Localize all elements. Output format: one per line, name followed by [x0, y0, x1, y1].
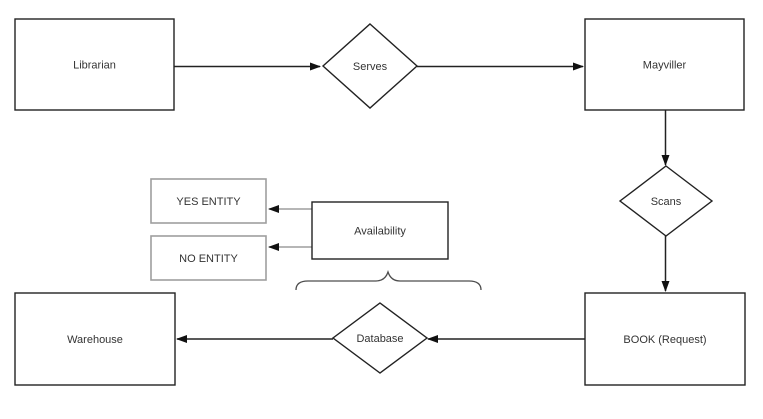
yes-entity-label: YES ENTITY	[176, 196, 241, 208]
no-entity-label: NO ENTITY	[179, 253, 238, 265]
availability-box	[311, 201, 449, 260]
availability-label: Availability	[354, 225, 406, 237]
node-warehouse: Warehouse	[14, 292, 176, 386]
database-label: Database	[356, 333, 403, 345]
yes-entity-box	[150, 178, 267, 224]
warehouse-label: Warehouse	[67, 334, 123, 346]
node-librarian: Librarian	[14, 18, 175, 111]
node-book-request: BOOK (Request)	[584, 292, 746, 386]
warehouse-box	[14, 292, 176, 386]
scans-diamond	[618, 165, 714, 237]
librarian-box	[14, 18, 175, 111]
book-request-label: BOOK (Request)	[623, 334, 706, 346]
node-mayviller: Mayviller	[584, 18, 745, 111]
serves-label: Serves	[353, 61, 388, 73]
node-no-entity: NO ENTITY	[150, 235, 267, 281]
librarian-label: Librarian	[73, 59, 116, 71]
book-request-box	[584, 292, 746, 386]
database-diamond	[331, 302, 429, 374]
curly-brace	[295, 269, 482, 291]
node-availability: Availability	[311, 201, 449, 260]
node-scans: Scans	[618, 165, 714, 237]
mayviller-box	[584, 18, 745, 111]
no-entity-box	[150, 235, 267, 281]
node-yes-entity: YES ENTITY	[150, 178, 267, 224]
serves-diamond	[321, 23, 419, 109]
mayviller-label: Mayviller	[643, 59, 687, 71]
node-database: Database	[331, 302, 429, 374]
node-serves: Serves	[321, 23, 419, 109]
scans-label: Scans	[651, 196, 682, 208]
